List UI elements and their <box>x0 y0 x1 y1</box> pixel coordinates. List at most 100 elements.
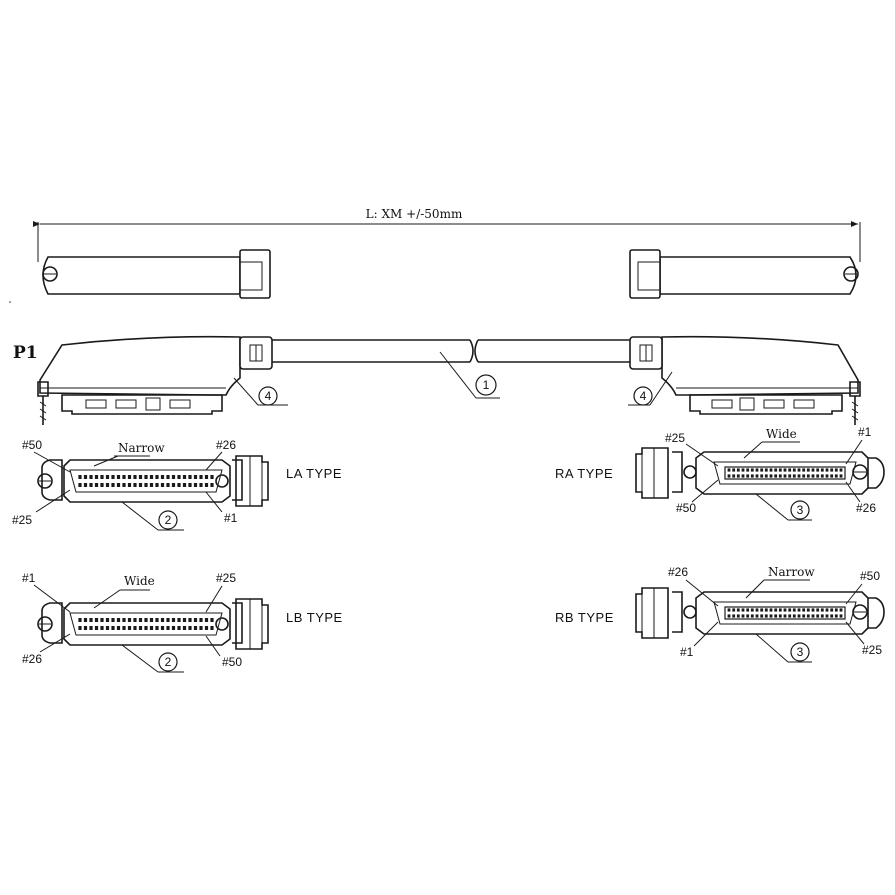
contact-pin <box>825 614 829 618</box>
lb-pin-bottom-left: #26 <box>22 652 42 666</box>
contact-pin <box>774 608 778 612</box>
contact-pin <box>755 608 759 612</box>
contact-pin <box>816 468 820 472</box>
contact-pin <box>778 474 782 478</box>
contact-pin <box>746 608 750 612</box>
contact-pin <box>89 618 93 622</box>
ra-pin-top-right: #1 <box>858 425 872 439</box>
svg-text:1: 1 <box>483 378 490 392</box>
contact-pin <box>160 483 165 487</box>
contact-pin <box>797 614 801 618</box>
contact-pin <box>210 618 214 622</box>
contact-pin <box>144 483 148 487</box>
contact-pin <box>760 608 764 612</box>
cable <box>272 339 630 363</box>
contact-pin <box>760 614 764 618</box>
contact-pin <box>138 626 143 630</box>
contact-pin <box>783 614 787 618</box>
contact-pin <box>792 468 796 472</box>
contact-pin <box>116 618 121 622</box>
contact-pin <box>834 614 838 618</box>
contact-pin <box>133 626 137 630</box>
contact-pin <box>834 608 838 612</box>
la-pin-top-left: #50 <box>22 438 42 452</box>
contact-pin <box>127 483 132 487</box>
lb-pin-bottom-right: #50 <box>222 655 242 669</box>
contact-pin <box>111 618 115 622</box>
contact-pin <box>105 475 110 479</box>
contact-pin <box>144 626 148 630</box>
plug-label: P1 <box>13 343 38 363</box>
contact-pin <box>182 475 187 479</box>
contact-pin <box>122 475 126 479</box>
contact-pin <box>816 608 820 612</box>
contact-pin <box>764 614 768 618</box>
contact-pin <box>199 475 203 479</box>
callout-face-lb: 2 <box>165 655 172 669</box>
contact-pin <box>105 618 110 622</box>
contact-pin <box>825 608 829 612</box>
la-pin-top-right: #26 <box>216 438 236 452</box>
contact-pin <box>89 626 93 630</box>
rb-type-label: RB TYPE <box>555 610 614 625</box>
contact-pin <box>166 618 170 622</box>
contact-pin <box>788 614 792 618</box>
contact-pin <box>89 475 93 479</box>
rb-pin-bottom-left: #1 <box>680 645 694 659</box>
contact-pin <box>750 614 754 618</box>
contact-pin <box>778 614 782 618</box>
contact-pin <box>100 618 104 622</box>
contact-pin <box>816 474 820 478</box>
contact-pin <box>199 626 203 630</box>
contact-pin <box>792 614 796 618</box>
contact-pin <box>802 614 806 618</box>
contact-pin <box>199 618 203 622</box>
la-pin-bottom-left: #25 <box>12 513 32 527</box>
top-view-left-connector <box>42 249 271 299</box>
contact-pin <box>83 626 88 630</box>
contact-pin <box>171 475 176 479</box>
contact-pin <box>122 626 126 630</box>
contact-pin <box>210 483 214 487</box>
contact-pin <box>746 614 750 618</box>
contact-pin <box>820 474 824 478</box>
contact-pin <box>797 608 801 612</box>
rb-type-face <box>635 587 885 639</box>
contact-pin <box>155 618 159 622</box>
contact-pin <box>171 483 176 487</box>
contact-pin <box>160 618 165 622</box>
contact-pin <box>802 474 806 478</box>
contact-pin <box>741 608 745 612</box>
la-type-label: LA TYPE <box>286 466 342 481</box>
contact-pin <box>94 483 99 487</box>
contact-pin <box>78 626 82 630</box>
contact-pin <box>160 626 165 630</box>
ra-type-label: RA TYPE <box>555 466 613 481</box>
contact-pin <box>182 483 187 487</box>
contact-pin <box>732 608 736 612</box>
contact-pin <box>100 483 104 487</box>
contact-pin <box>755 474 759 478</box>
contact-pin <box>149 475 154 479</box>
contact-pin <box>193 475 198 479</box>
contact-pin <box>155 483 159 487</box>
contact-pin <box>774 614 778 618</box>
contact-pin <box>127 618 132 622</box>
contact-pin <box>155 475 159 479</box>
contact-pin <box>83 618 88 622</box>
contact-pin <box>764 468 768 472</box>
contact-pin <box>105 626 110 630</box>
contact-pin <box>188 475 192 479</box>
contact-pin <box>788 474 792 478</box>
contact-pin <box>127 626 132 630</box>
contact-pin <box>741 614 745 618</box>
contact-slot <box>724 466 846 480</box>
contact-pin <box>78 475 82 479</box>
contact-pin <box>806 608 810 612</box>
contact-pin <box>149 618 154 622</box>
contact-pin <box>94 626 99 630</box>
contact-pin <box>127 475 132 479</box>
contact-pin <box>783 468 787 472</box>
contact-pin <box>133 475 137 479</box>
contact-pin <box>741 474 745 478</box>
